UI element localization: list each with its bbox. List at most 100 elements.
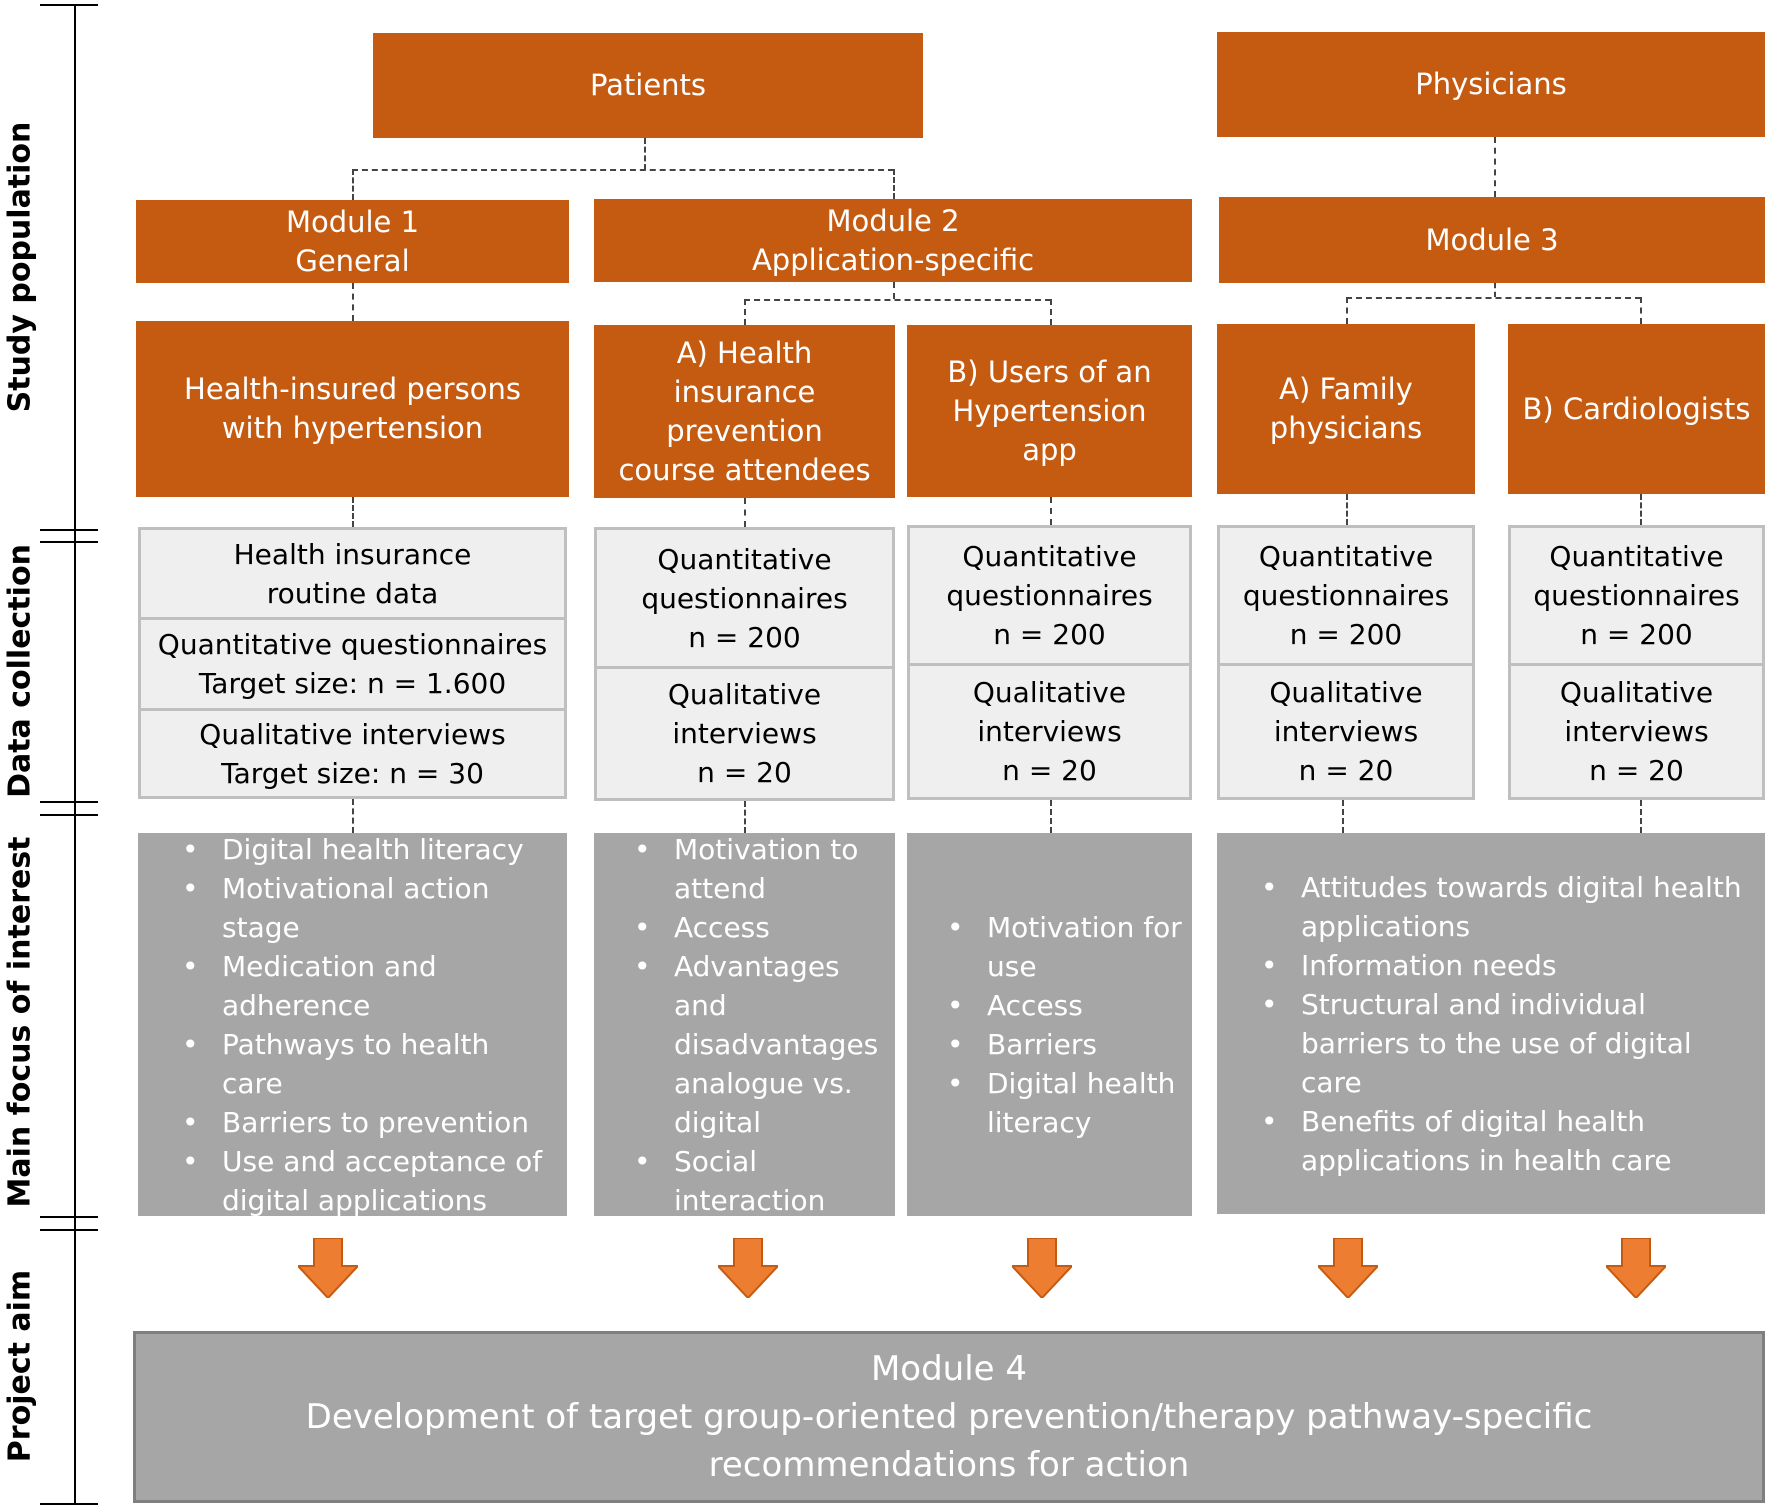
axis-tick xyxy=(40,541,98,543)
connector xyxy=(1346,494,1348,525)
axis-tick xyxy=(40,1216,98,1218)
qualitative-cell: Qualitative interviews n = 20 xyxy=(1217,663,1475,800)
focus-physicians-list: Attitudes towards digital health applica… xyxy=(1237,868,1745,1180)
module-2-box: Module 2 Application-specific xyxy=(594,199,1192,282)
quantitative-cell: Quantitative questionnaires n = 200 xyxy=(1217,525,1475,666)
group-prevention-course: A) Health insurance prevention course at… xyxy=(594,325,895,498)
connector xyxy=(744,299,746,325)
group-app-users-label: B) Users of an Hypertension app xyxy=(947,354,1152,467)
focus-general-list: Digital health literacy Motivational act… xyxy=(158,830,553,1220)
down-arrow-icon xyxy=(718,1238,778,1298)
down-arrow-icon xyxy=(1012,1238,1072,1298)
down-arrow-icon xyxy=(1606,1238,1666,1298)
qualitative-label: Qualitative interviews xyxy=(667,678,822,750)
axis-tick xyxy=(40,1229,98,1231)
qualitative-label: Qualitative interviews xyxy=(1269,676,1423,748)
list-item: Motivation for use xyxy=(947,908,1184,986)
label-data-collection-text: Data collection xyxy=(2,544,38,798)
quantitative-label: Quantitative questionnaires xyxy=(1242,540,1450,612)
qualitative-label: Qualitative interviews xyxy=(1559,676,1714,748)
label-study-population-text: Study population xyxy=(2,121,38,413)
list-item: Information needs xyxy=(1261,946,1745,985)
module-3-title: Module 3 xyxy=(1425,222,1559,257)
group-cardiologists: B) Cardiologists xyxy=(1508,324,1765,494)
connector xyxy=(352,283,354,321)
connector xyxy=(1640,297,1642,324)
connector xyxy=(1494,283,1496,297)
connector xyxy=(1342,800,1344,833)
module-2-title: Module 2 xyxy=(826,203,960,238)
connector xyxy=(644,138,646,170)
list-item: Pathways to health care xyxy=(182,1025,553,1103)
module-1-title: Module 1 xyxy=(285,204,420,239)
module-1-box: Module 1 General xyxy=(136,200,569,283)
connector xyxy=(1494,137,1496,197)
physicians-label: Physicians xyxy=(1415,67,1567,101)
quantitative-target: n = 200 xyxy=(993,618,1106,651)
focus-general: Digital health literacy Motivational act… xyxy=(138,830,567,1217)
list-item: Access xyxy=(947,986,1184,1025)
connector xyxy=(744,801,746,833)
quantitative-cell: Quantitative questionnaires n = 200 xyxy=(594,527,895,669)
quantitative-label: Quantitative questionnaires xyxy=(157,628,548,661)
list-item: Digital health literacy xyxy=(182,830,553,869)
connector xyxy=(1346,297,1348,324)
connector xyxy=(352,169,894,171)
quantitative-cell: Quantitative questionnaires Target size:… xyxy=(138,617,567,711)
connector xyxy=(352,799,354,833)
axis-tick xyxy=(40,4,98,6)
qualitative-target: Target size: n = 30 xyxy=(221,756,484,790)
connector xyxy=(744,498,746,527)
group-family-physicians-label: A) Family physicians xyxy=(1269,372,1423,445)
qualitative-cell: Qualitative interviews n = 20 xyxy=(594,666,895,801)
connector xyxy=(893,169,895,199)
quantitative-cell: Quantitative questionnaires n = 200 xyxy=(1508,525,1765,666)
quantitative-target: Target size: n = 1.600 xyxy=(198,667,507,700)
qualitative-cell: Qualitative interviews n = 20 xyxy=(1508,663,1765,800)
patients-label: Patients xyxy=(589,68,707,102)
quantitative-label: Quantitative questionnaires xyxy=(946,540,1153,612)
label-main-focus-text: Main focus of interest xyxy=(2,836,38,1208)
list-item: Use and acceptance of digital applicatio… xyxy=(182,1142,553,1220)
patients-box: Patients xyxy=(373,33,923,138)
connector xyxy=(1640,494,1642,525)
down-arrow-icon xyxy=(298,1238,358,1298)
qualitative-target: n = 20 xyxy=(1298,754,1394,787)
connector xyxy=(352,497,354,527)
focus-app-users: Motivation for use Access Barriers Digit… xyxy=(907,833,1192,1216)
routine-data-cell: Health insurance routine data xyxy=(138,527,567,620)
module-4-description: Development of target group-oriented pre… xyxy=(305,1397,1593,1485)
focus-app-users-list: Motivation for use Access Barriers Digit… xyxy=(923,908,1184,1142)
connector xyxy=(1050,299,1052,325)
list-item: Benefits of digital health applications … xyxy=(1261,1102,1745,1180)
focus-physicians: Attitudes towards digital health applica… xyxy=(1217,833,1765,1214)
quantitative-label: Quantitative questionnaires xyxy=(1533,540,1740,612)
connector xyxy=(1640,800,1642,833)
quantitative-target: n = 200 xyxy=(688,620,801,654)
module-2-subtitle: Application-specific xyxy=(751,242,1035,277)
group-hypertension-insured: Health-insured persons with hypertension xyxy=(136,321,569,497)
physicians-box: Physicians xyxy=(1217,32,1765,137)
axis-tick xyxy=(40,529,98,531)
routine-data-label: Health insurance routine data xyxy=(233,537,472,610)
focus-prevention-course-list: Motivation to attend Access Advantages a… xyxy=(610,830,887,1220)
qualitative-label: Qualitative interviews xyxy=(199,717,506,751)
quantitative-target: n = 200 xyxy=(1289,618,1403,651)
list-item: Medication and adherence xyxy=(182,947,553,1025)
quantitative-label: Quantitative questionnaires xyxy=(641,542,848,615)
qualitative-target: n = 20 xyxy=(1589,754,1684,787)
qualitative-label: Qualitative interviews xyxy=(972,676,1127,748)
quantitative-target: n = 200 xyxy=(1580,618,1693,651)
list-item: Advantages and disadvantages analogue vs… xyxy=(634,947,887,1142)
axis-tick xyxy=(40,1503,98,1505)
qualitative-target: n = 20 xyxy=(697,756,792,789)
module-4-title: Module 4 xyxy=(870,1349,1028,1389)
list-item: Barriers xyxy=(947,1025,1184,1064)
axis-tick xyxy=(40,801,98,803)
connector xyxy=(352,169,354,200)
list-item: Barriers to prevention xyxy=(182,1103,553,1142)
connector xyxy=(1050,800,1052,833)
list-item: Access xyxy=(634,908,887,947)
down-arrow-icon xyxy=(1318,1238,1378,1298)
group-family-physicians: A) Family physicians xyxy=(1217,324,1475,494)
